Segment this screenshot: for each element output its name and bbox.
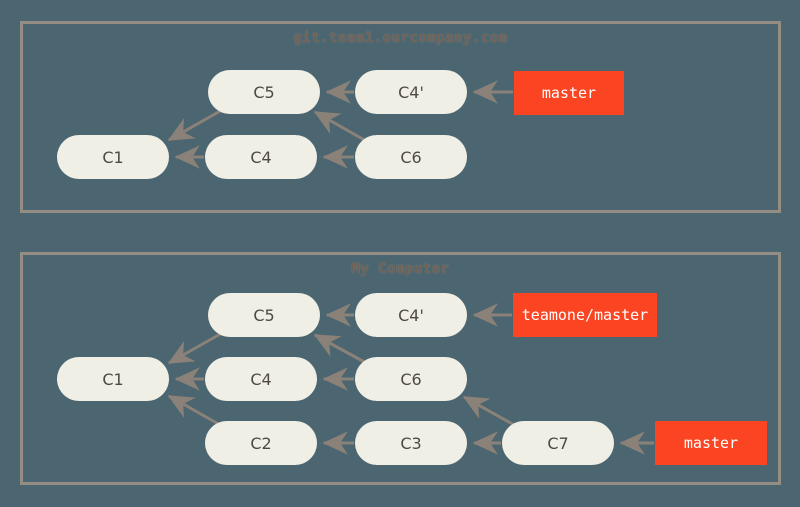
commit-node-c1-local[interactable]: C1 (57, 357, 169, 401)
panel-remote-title: git.team1.ourcompany.com (293, 30, 508, 46)
remote-edge-c5-to-c1 (167, 108, 223, 142)
commit-label: C1 (102, 369, 124, 389)
branch-ref-label: teamone/master (521, 306, 649, 324)
commit-node-c4-local[interactable]: C4 (205, 357, 317, 401)
commit-label: C4 (250, 369, 272, 389)
commit-label: C3 (400, 433, 422, 453)
local-edge-c5-to-c1 (167, 331, 223, 365)
commit-node-c2-local[interactable]: C2 (205, 421, 317, 465)
commit-label: C6 (400, 369, 422, 389)
local-edge-c7-to-c6 (462, 395, 517, 428)
commit-node-c6-local[interactable]: C6 (355, 357, 467, 401)
commit-node-c3-local[interactable]: C3 (355, 421, 467, 465)
commit-node-c7-local[interactable]: C7 (502, 421, 614, 465)
commit-node-c6-remote[interactable]: C6 (355, 135, 467, 179)
commit-node-c4prime-remote[interactable]: C4' (355, 70, 467, 114)
commit-label: C2 (250, 433, 272, 453)
commit-node-c5-remote[interactable]: C5 (208, 70, 320, 114)
commit-label: C4' (398, 305, 424, 325)
panel-local-repository (20, 252, 781, 485)
branch-ref-label: master (683, 434, 739, 452)
commit-label: C7 (547, 433, 569, 453)
commit-node-c1-remote[interactable]: C1 (57, 135, 169, 179)
commit-label: C4' (398, 82, 424, 102)
commit-node-c4-remote[interactable]: C4 (205, 135, 317, 179)
commit-label: C6 (400, 147, 422, 167)
panel-local-title: My Computer (351, 261, 450, 277)
commit-label: C1 (102, 147, 124, 167)
local-edge-c6-to-c5 (313, 333, 369, 366)
branch-ref-label: master (541, 84, 597, 102)
local-edge-c2-to-c1 (167, 394, 223, 428)
branch-ref-master-local[interactable]: master (655, 421, 767, 465)
panel-remote-repository (20, 21, 781, 213)
branch-ref-master-remote[interactable]: master (514, 71, 624, 115)
commit-label: C5 (253, 82, 275, 102)
commit-node-c4prime-local[interactable]: C4' (355, 293, 467, 337)
remote-edge-c6-to-c5 (313, 110, 369, 144)
commit-node-c5-local[interactable]: C5 (208, 293, 320, 337)
commit-label: C4 (250, 147, 272, 167)
branch-ref-teamone-master[interactable]: teamone/master (513, 293, 657, 337)
commit-label: C5 (253, 305, 275, 325)
